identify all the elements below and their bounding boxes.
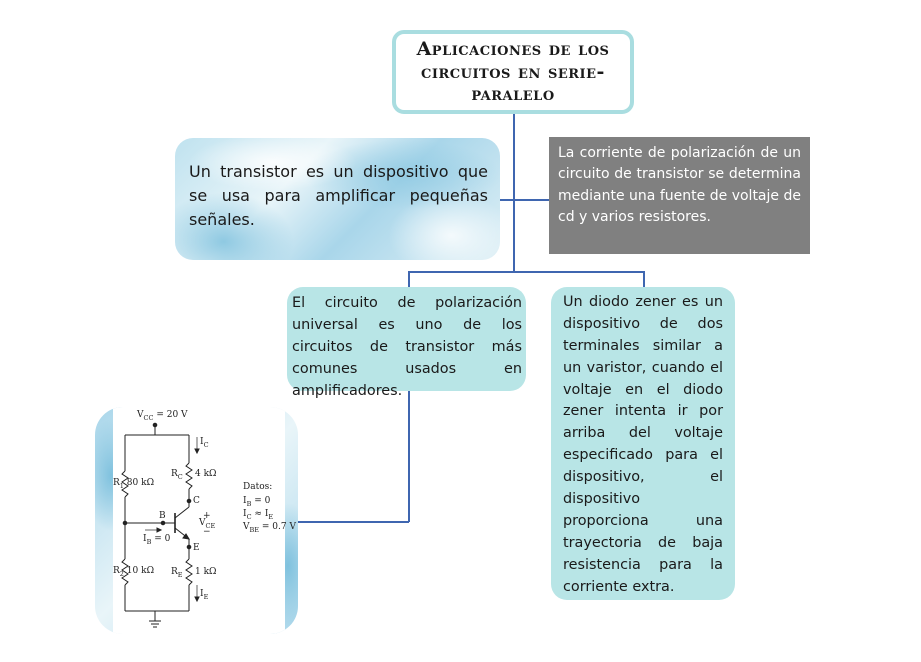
node-e-label: E <box>193 543 200 553</box>
re-value: 1 kΩ <box>195 567 217 577</box>
connector-gray-left <box>513 199 549 201</box>
zener-text: Un diodo zener es un dispositivo de dos … <box>563 294 723 595</box>
universal-circuit-box: El circuito de polarización universal es… <box>287 287 526 399</box>
title-box: Aplicaciones de los circuitos en serie-p… <box>392 30 634 114</box>
ic-label: IC <box>200 437 209 449</box>
datos-label: Datos: <box>243 482 273 492</box>
connector-horizontal-bar <box>408 271 644 273</box>
emitter-node <box>186 544 192 550</box>
r2-resistor <box>121 558 129 586</box>
node-c-label: C <box>193 496 200 506</box>
vce-plus: + <box>203 511 211 521</box>
r1-label: R1 80 kΩ <box>113 478 155 490</box>
datos-ib: IB = 0 <box>243 496 271 508</box>
r2-label: R2 10 kΩ <box>113 566 155 578</box>
ie-label: IE <box>200 589 209 601</box>
ib-label: IB = 0 <box>143 534 171 546</box>
vcc-label: VCC = 20 V <box>137 410 188 422</box>
base-node <box>160 520 166 526</box>
rc-value: 4 kΩ <box>195 469 217 479</box>
zener-diode-box: Un diodo zener es un dispositivo de dos … <box>551 287 735 600</box>
datos-vbe: VBE = 0.7 V <box>243 522 296 534</box>
circuit-schematic <box>121 422 200 628</box>
page-title: Aplicaciones de los circuitos en serie-p… <box>416 37 610 106</box>
collector-node <box>186 498 192 504</box>
connector-left-drop <box>408 271 410 287</box>
transistor-text: Un transistor es un dispositivo que se u… <box>189 162 488 229</box>
vce-label: VCE <box>199 518 216 530</box>
datos-ic: IC ≈ IE <box>243 509 274 521</box>
polarization-current-text: La corriente de polarización de un circu… <box>558 145 801 225</box>
circuit-diagram: VCC = 20 V R1 80 kΩ R2 10 kΩ RC 4 kΩ RE … <box>113 407 296 634</box>
connector-marble-right <box>500 199 514 201</box>
connector-box-to-circuit-horizontal <box>298 521 409 523</box>
emitter-arrow <box>182 533 190 540</box>
polarization-current-box: La corriente de polarización de un circu… <box>549 137 810 254</box>
rc-resistor <box>185 462 193 490</box>
re-label: RE <box>171 567 183 579</box>
connector-title-down <box>513 114 515 272</box>
connector-box-to-circuit-vertical <box>408 391 410 522</box>
r1-resistor <box>121 470 129 498</box>
rc-label: RC <box>171 469 183 481</box>
transistor-box: Un transistor es un dispositivo que se u… <box>175 138 500 260</box>
vce-minus: − <box>203 527 211 537</box>
circuit-image-frame: VCC = 20 V R1 80 kΩ R2 10 kΩ RC 4 kΩ RE … <box>95 407 298 634</box>
vcc-terminal <box>152 422 158 428</box>
connector-right-drop <box>643 271 645 287</box>
node-b-label: B <box>159 511 166 521</box>
re-resistor <box>185 558 193 586</box>
universal-circuit-text: El circuito de polarización universal es… <box>292 295 522 399</box>
